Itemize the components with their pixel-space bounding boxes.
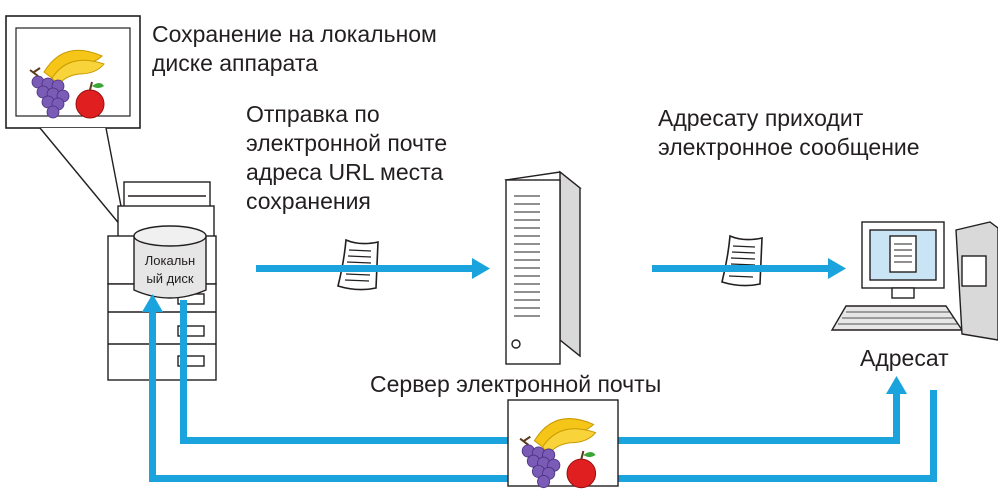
local-disk-label: Локальн ый диск <box>144 253 196 286</box>
computer-icon <box>830 221 998 341</box>
mail-server-label: Сервер электронной почты <box>370 371 662 397</box>
disk-icon <box>133 225 207 299</box>
send-url-label: Отправка по электронной почте адреса URL… <box>246 101 448 214</box>
local-save-label: Сохранение на локальном диске аппарата <box>152 21 437 76</box>
downloaded-picture <box>507 399 619 489</box>
document-icon <box>721 235 763 287</box>
server-icon <box>504 170 582 365</box>
document-icon <box>337 239 379 291</box>
recipient-label: Адресат <box>860 345 949 371</box>
arrow-send <box>256 258 490 279</box>
arrow-deliver <box>652 258 846 279</box>
picture-callout <box>5 15 141 233</box>
recipient-receives-label: Адресату приходит электронное сообщение <box>658 105 920 160</box>
